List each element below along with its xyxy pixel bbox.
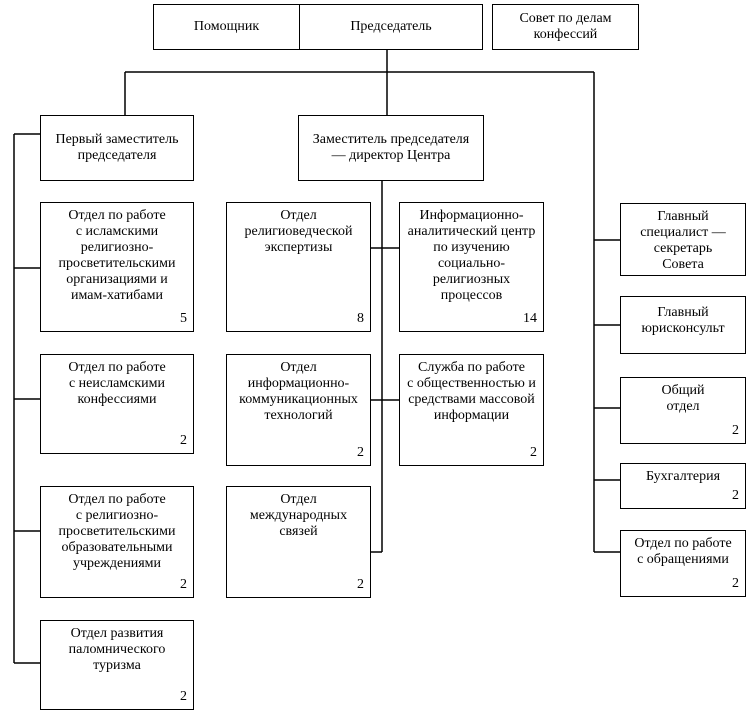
general-dept-box: Общий отдел 2 bbox=[620, 377, 746, 444]
dept-pilgrimage-box: Отдел развития паломнического туризма 2 bbox=[40, 620, 194, 710]
dept-appeals-box: Отдел по работе с обращениями 2 bbox=[620, 530, 746, 597]
accounting-label: Бухгалтерия bbox=[645, 469, 721, 484]
assistant-box: Помощник bbox=[153, 4, 300, 50]
chief-specialist-box: Главный специалист — секретарь Совета bbox=[620, 203, 746, 276]
dept-ict-box: Отдел информационно- коммуникационных те… bbox=[226, 354, 371, 466]
dept-ict-label: Отдел информационно- коммуникационных те… bbox=[239, 360, 358, 423]
dept-international-count: 2 bbox=[357, 577, 364, 592]
dept-international-label: Отдел международных связей bbox=[249, 492, 348, 539]
council-box: Совет по делам конфессий bbox=[492, 4, 639, 50]
first-deputy-label: Первый заместитель председателя bbox=[55, 132, 179, 163]
dept-islamic-count: 5 bbox=[180, 311, 187, 326]
legal-adviser-box: Главный юрисконсульт bbox=[620, 296, 746, 354]
dept-non-islamic-label: Отдел по работе с неисламскими конфессия… bbox=[68, 360, 166, 407]
press-service-box: Служба по работе с общественностью и сре… bbox=[399, 354, 544, 466]
general-dept-count: 2 bbox=[732, 423, 739, 438]
dept-ict-count: 2 bbox=[357, 445, 364, 460]
dept-appeals-count: 2 bbox=[732, 576, 739, 591]
dept-non-islamic-box: Отдел по работе с неисламскими конфессия… bbox=[40, 354, 194, 454]
chief-specialist-label: Главный специалист — секретарь Совета bbox=[640, 209, 726, 272]
dept-education-box: Отдел по работе с религиозно- просветите… bbox=[40, 486, 194, 598]
council-label: Совет по делам конфессий bbox=[519, 11, 612, 42]
chairman-box: Председатель bbox=[299, 4, 483, 50]
deputy-director-label: Заместитель председателя — директор Цент… bbox=[312, 132, 470, 163]
dept-expertise-box: Отдел религиоведческой экспертизы 8 bbox=[226, 202, 371, 332]
legal-adviser-label: Главный юрисконсульт bbox=[641, 305, 725, 336]
dept-non-islamic-count: 2 bbox=[180, 433, 187, 448]
dept-islamic-box: Отдел по работе с исламскими религиозно-… bbox=[40, 202, 194, 332]
dept-pilgrimage-count: 2 bbox=[180, 689, 187, 704]
info-center-count: 14 bbox=[523, 311, 537, 326]
press-service-count: 2 bbox=[530, 445, 537, 460]
dept-education-label: Отдел по работе с религиозно- просветите… bbox=[58, 492, 176, 571]
dept-appeals-label: Отдел по работе с обращениями bbox=[634, 536, 732, 567]
dept-expertise-label: Отдел религиоведческой экспертизы bbox=[244, 208, 353, 255]
dept-education-count: 2 bbox=[180, 577, 187, 592]
general-dept-label: Общий отдел bbox=[661, 383, 705, 414]
info-center-box: Информационно- аналитический центр по из… bbox=[399, 202, 544, 332]
deputy-director-box: Заместитель председателя — директор Цент… bbox=[298, 115, 484, 181]
info-center-label: Информационно- аналитический центр по из… bbox=[407, 208, 536, 303]
dept-expertise-count: 8 bbox=[357, 311, 364, 326]
accounting-count: 2 bbox=[732, 488, 739, 503]
press-service-label: Служба по работе с общественностью и сре… bbox=[407, 360, 536, 423]
dept-international-box: Отдел международных связей 2 bbox=[226, 486, 371, 598]
chairman-label: Председатель bbox=[350, 19, 432, 34]
first-deputy-box: Первый заместитель председателя bbox=[40, 115, 194, 181]
dept-pilgrimage-label: Отдел развития паломнического туризма bbox=[68, 626, 166, 673]
accounting-box: Бухгалтерия 2 bbox=[620, 463, 746, 509]
assistant-label: Помощник bbox=[193, 19, 260, 34]
dept-islamic-label: Отдел по работе с исламскими религиозно-… bbox=[58, 208, 176, 303]
